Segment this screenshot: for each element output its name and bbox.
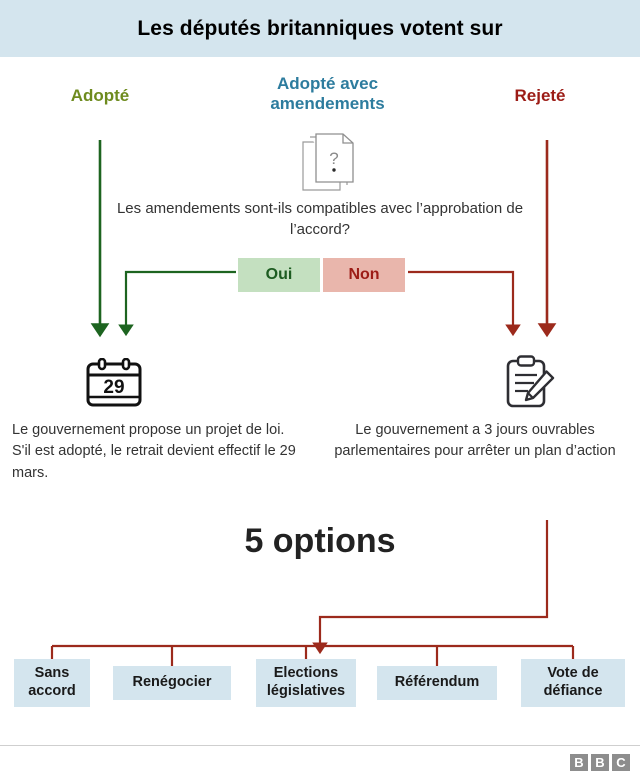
option-box-renegocier[interactable]: Renégocier bbox=[113, 666, 231, 700]
branch-label-rejected: Rejeté bbox=[514, 86, 566, 105]
bbc-logo: B B C bbox=[570, 754, 630, 771]
document-question-icon: ? bbox=[302, 133, 354, 191]
footer-divider bbox=[0, 745, 640, 746]
option-box-vote-de-defiance[interactable]: Vote de défiance bbox=[521, 659, 625, 707]
branch-label-amended: Adopté avec amendements bbox=[270, 74, 385, 113]
page-title: Les députés britanniques votent sur bbox=[137, 16, 503, 40]
svg-text:?: ? bbox=[329, 149, 338, 168]
wire-oui-to-calendar bbox=[118, 270, 236, 337]
option-box-sans-accord[interactable]: Sans accord bbox=[14, 659, 90, 707]
question-text: Les amendements sont-ils compatibles ave… bbox=[116, 200, 524, 239]
clipboard-pencil-icon bbox=[506, 355, 555, 408]
calendar-day-number: 29 bbox=[103, 377, 124, 398]
answer-chip-oui[interactable]: Oui bbox=[238, 258, 320, 292]
answer-chip-non[interactable]: Non bbox=[323, 258, 405, 292]
wire-non-to-clipboard bbox=[408, 270, 521, 337]
bbc-logo-letter-2: B bbox=[591, 754, 609, 771]
bbc-logo-letter-1: B bbox=[570, 754, 588, 771]
wire-clipboard-to-options bbox=[312, 520, 549, 655]
header-band bbox=[0, 0, 640, 57]
bbc-logo-letter-3: C bbox=[612, 754, 630, 771]
branch-label-adopted: Adopté bbox=[70, 86, 130, 105]
calendar-29-icon: 29 bbox=[86, 358, 142, 407]
outcome-caption-left: Le gouvernement propose un projet de loi… bbox=[12, 422, 296, 481]
option-box-elections-legislatives[interactable]: Elections législatives bbox=[256, 659, 356, 707]
options-title: 5 options bbox=[244, 522, 396, 560]
outcome-caption-right: Le gouvernement a 3 jours ouvrables parl… bbox=[334, 422, 616, 460]
option-box-referendum[interactable]: Référendum bbox=[377, 666, 497, 700]
